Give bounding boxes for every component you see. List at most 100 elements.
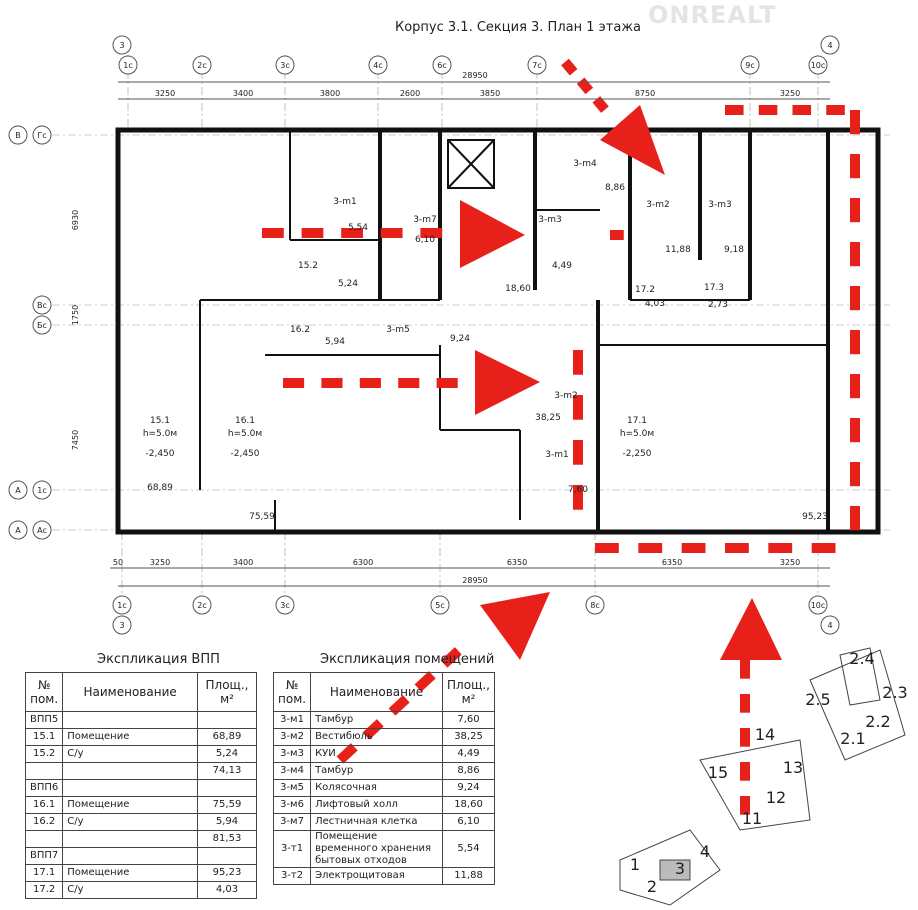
- axis-label: В: [15, 131, 21, 140]
- axis-bubble: [820, 615, 840, 635]
- dimension-value: 3250: [780, 89, 800, 98]
- red-arrow-head: [720, 598, 782, 660]
- room-name: Лестничная клетка: [310, 813, 444, 831]
- axis-number: 3: [119, 41, 124, 50]
- room-label: 16.1: [235, 416, 255, 426]
- col-area: Площ., м²: [442, 672, 495, 712]
- dimension-value: 3250: [150, 558, 170, 567]
- room-area: 95,23: [802, 512, 828, 522]
- table-row: ВПП7: [24, 847, 257, 865]
- room-label: 3-m3: [708, 200, 731, 210]
- room-area: 9,18: [724, 245, 744, 255]
- table-row: 74,13: [24, 762, 257, 780]
- axis-bubble: [192, 595, 212, 615]
- axis-bubble: [820, 35, 840, 55]
- room-level: -2,250: [622, 449, 651, 459]
- axis-bubble: [32, 480, 52, 500]
- axis-label: 9с: [745, 61, 755, 70]
- room-area: 11,88: [665, 245, 691, 255]
- site-section-label: 4: [700, 842, 710, 861]
- room-area: 75,59: [249, 512, 275, 522]
- room-name: [62, 711, 198, 729]
- red-arrow-head: [475, 350, 540, 415]
- room-area: 11,88: [442, 867, 495, 885]
- site-section-label: 14: [755, 725, 775, 744]
- room-label: 3-m2: [646, 200, 669, 210]
- axis-bubble: [275, 595, 295, 615]
- room-area: 4,03: [197, 881, 257, 899]
- site-section-label: 3: [675, 859, 685, 878]
- axis-label: 3с: [280, 61, 290, 70]
- room-name: Помещение: [62, 796, 198, 814]
- room-number: [24, 762, 64, 780]
- axis-label: 1с: [37, 486, 47, 495]
- room-label: 3-m5: [386, 325, 409, 335]
- room-area: 9,24: [442, 779, 495, 797]
- axis-bubble: [368, 55, 388, 75]
- room-number: 17.2: [24, 881, 64, 899]
- room-number: 3-м7: [272, 813, 312, 831]
- axis-bubble: [112, 35, 132, 55]
- room-number: 3-т2: [272, 867, 312, 885]
- axis-label: 1с: [117, 601, 127, 610]
- room-number: ВПП5: [24, 711, 64, 729]
- axis-label: Ас: [37, 526, 47, 535]
- room-area: 81,53: [197, 830, 257, 848]
- room-label: 3-m2: [554, 391, 577, 401]
- axis-bubble: [8, 480, 28, 500]
- room-name: С/у: [62, 881, 198, 899]
- room-name: [62, 847, 198, 865]
- room-area: 8,86: [442, 762, 495, 780]
- axis-bubble: [432, 55, 452, 75]
- axis-bubble: [527, 55, 547, 75]
- dimension-value: 1750: [71, 305, 80, 325]
- red-arrow-head: [460, 200, 525, 268]
- table-row: ВПП6: [24, 779, 257, 797]
- room-label: 3-m1: [545, 450, 568, 460]
- room-area: 68,89: [147, 483, 173, 493]
- site-section-label: 2.2: [865, 712, 890, 731]
- room-area: 68,89: [197, 728, 257, 746]
- axis-label: Бс: [37, 321, 47, 330]
- room-number: 3-м6: [272, 796, 312, 814]
- rooms-table-title: Экспликация помещений: [320, 652, 495, 667]
- room-area: 8,86: [605, 183, 625, 193]
- room-area: [197, 847, 257, 865]
- room-number: ВПП6: [24, 779, 64, 797]
- axis-label: А: [15, 486, 21, 495]
- col-name: Наименование: [62, 672, 198, 712]
- axis-label: Гс: [37, 131, 46, 140]
- room-label: 3-m1: [333, 197, 356, 207]
- room-name: Помещение: [62, 864, 198, 882]
- site-section-label: 1: [630, 855, 640, 874]
- room-area: 5,94: [325, 337, 345, 347]
- room-area: 7,60: [442, 711, 495, 729]
- table-row: ВПП5: [24, 711, 257, 729]
- site-building-outline: [699, 739, 811, 831]
- room-name: Помещение: [62, 728, 198, 746]
- site-section-label: 2.1: [840, 729, 865, 748]
- axis-label: 6с: [437, 61, 447, 70]
- room-area: 5,54: [348, 223, 368, 233]
- room-name: С/у: [62, 745, 198, 763]
- axis-bubble: [430, 595, 450, 615]
- room-number: 3-м4: [272, 762, 312, 780]
- room-name: [62, 779, 198, 797]
- dimension-value: 3250: [155, 89, 175, 98]
- room-name: КУИ: [310, 745, 444, 763]
- red-dashed-arrow-segment: [561, 58, 578, 76]
- room-number: 3-м3: [272, 745, 312, 763]
- room-area: 5,24: [338, 279, 358, 289]
- dimension-value: 3250: [780, 558, 800, 567]
- axis-bubble: [8, 125, 28, 145]
